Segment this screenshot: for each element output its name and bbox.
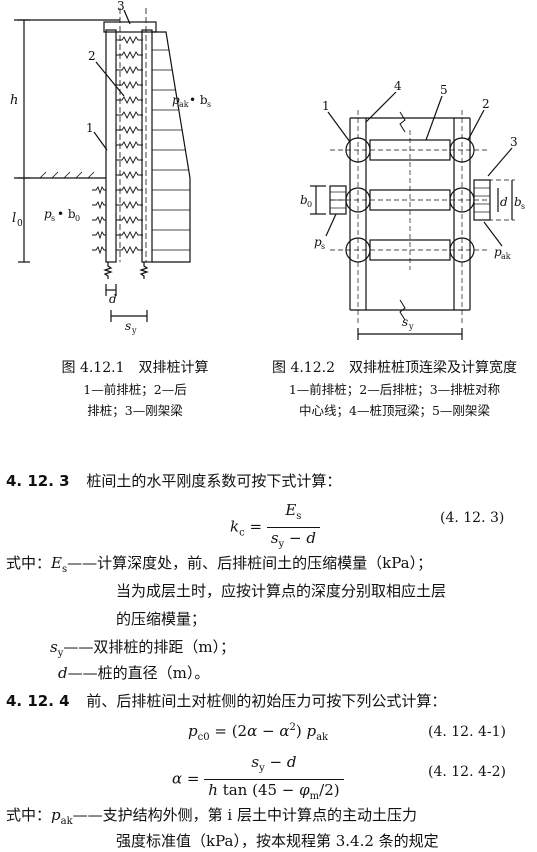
fig1-label-l0: l <box>12 211 16 226</box>
fig2-label-b0: b <box>300 193 308 207</box>
pak-desc-line2: 强度标准值（kPa），按本规程第 3.4.2 条的规定 <box>116 832 439 850</box>
section-4-12-3-number: 4. 12. 3 <box>6 472 70 490</box>
pak-desc-1: ——支护结构外侧，第 i 层土中计算点的主动土压力 <box>72 806 417 824</box>
d-desc: ——桩的直径（m）。 <box>67 664 210 682</box>
fig2-label-pak: p <box>494 245 502 259</box>
section-4-12-3-text: 桩间土的水平刚度系数可按下式计算： <box>86 472 342 490</box>
svg-text:s: s <box>207 100 211 109</box>
where-d: d——桩的直径（m）。 <box>58 664 210 682</box>
svg-text:y: y <box>131 326 137 335</box>
fig1-label-sy: s <box>125 319 131 333</box>
svg-text:0: 0 <box>307 200 312 209</box>
fig1-label-d: d <box>109 292 117 306</box>
svg-text:s: s <box>321 242 325 251</box>
fig1-label-h: h <box>10 93 18 108</box>
sy-desc: ——双排桩的排距（m）； <box>63 638 236 656</box>
fig1-label-1: 1 <box>86 121 94 135</box>
svg-text:s: s <box>51 214 55 223</box>
fig1-label-ps-b0: p <box>44 207 52 221</box>
svg-text:0: 0 <box>75 214 80 223</box>
fig2-label-d: d <box>500 195 508 209</box>
equation-4-12-4-1-number: (4. 12. 4-1) <box>428 724 506 740</box>
fig2-label-2: 2 <box>482 97 490 111</box>
section-4-12-4-text: 前、后排桩间土对桩侧的初始压力可按下列公式计算： <box>86 692 447 710</box>
figure1-caption-title: 图 4.12.1 双排桩计算 <box>61 360 209 376</box>
es-desc-line3: 的压缩模量； <box>116 610 207 628</box>
fig1-label-l0-sub: 0 <box>17 219 23 229</box>
fig2-label-5: 5 <box>440 83 448 97</box>
figure2-caption-title: 图 4.12.2 双排桩桩顶连梁及计算宽度 <box>272 360 517 376</box>
fig2-label-3: 3 <box>510 135 518 149</box>
fig1-label-2: 2 <box>88 49 96 63</box>
fig1-label-pak-bs: p <box>172 93 180 107</box>
where-pak: 式中：pak——支护结构外侧，第 i 层土中计算点的主动土压力 <box>6 806 417 827</box>
fig2-label-sy: s <box>402 315 408 329</box>
es-desc-line2: 当为成层土时，应按计算点的深度分别取相应土层 <box>116 582 447 600</box>
equation-4-12-3-number: (4. 12. 3) <box>440 510 505 526</box>
svg-text:• b: • b <box>189 93 208 107</box>
figure1-caption: 图 4.12.1 双排桩计算 1—前排桩；2—后 排桩；3—刚架梁 <box>20 358 250 421</box>
fig2-label-4: 4 <box>394 79 402 93</box>
where-sy: sy——双排桩的排距（m）； <box>50 638 236 659</box>
figure-pile-top-beam-plan: 1 4 5 2 3 b 0 d b s p s p ak s y <box>300 79 525 340</box>
fig2-label-bs: b <box>514 195 522 209</box>
figure2-caption: 图 4.12.2 双排桩桩顶连梁及计算宽度 1—前排桩；2—后排桩；3—排桩对称… <box>252 358 537 421</box>
where-es: 式中：Es——计算深度处，前、后排桩间土的压缩模量（kPa）； <box>6 554 433 575</box>
figure2-caption-line2: 中心线；4—桩顶冠梁；5—刚架梁 <box>299 403 490 418</box>
fig2-label-ps: p <box>314 235 322 249</box>
svg-text:s: s <box>521 202 525 211</box>
where-label-2: 式中： <box>6 806 52 824</box>
section-4-12-4-number: 4. 12. 4 <box>6 692 70 710</box>
svg-text:ak: ak <box>179 100 189 109</box>
fig1-label-3: 3 <box>117 0 125 13</box>
section-4-12-3-heading: 4. 12. 3 桩间土的水平刚度系数可按下式计算： <box>6 470 341 492</box>
figure1-caption-line2: 排桩；3—刚架梁 <box>87 403 183 418</box>
equation-4-12-4-1: pc0 = (2α − α2) pak <box>188 722 329 743</box>
where-label-1: 式中： <box>6 554 52 572</box>
svg-text:y: y <box>408 322 414 331</box>
svg-text:ak: ak <box>501 252 511 261</box>
figure2-caption-line1: 1—前排桩；2—后排桩；3—排桩对称 <box>288 382 501 397</box>
es-desc-1: ——计算深度处，前、后排桩间土的压缩模量（kPa）； <box>67 554 433 572</box>
fig2-label-1: 1 <box>322 99 330 113</box>
section-4-12-4-heading: 4. 12. 4 前、后排桩间土对桩侧的初始压力可按下列公式计算： <box>6 690 446 712</box>
figure1-caption-line1: 1—前排桩；2—后 <box>83 382 187 397</box>
equation-4-12-4-2-number: (4. 12. 4-2) <box>428 764 506 780</box>
svg-text:• b: • b <box>57 207 76 221</box>
